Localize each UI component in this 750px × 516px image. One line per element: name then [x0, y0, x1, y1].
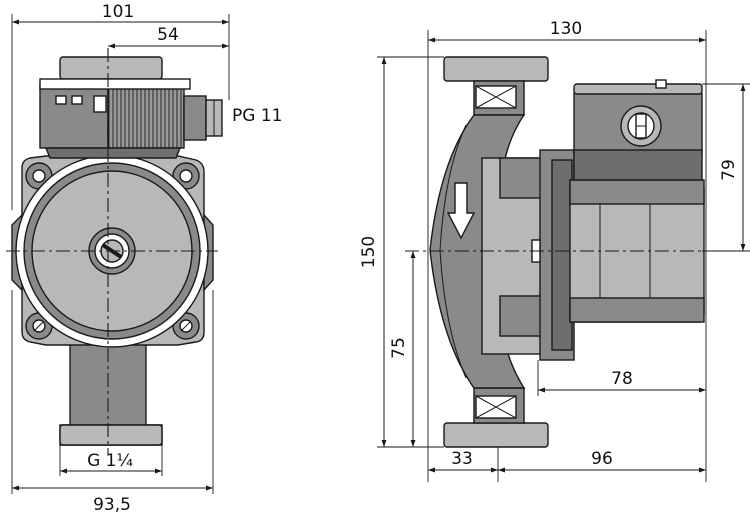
dim-side-96: 96: [591, 449, 613, 469]
front-bottom-connection: [59, 337, 163, 446]
side-view: 130 150 75 79 78 33 96: [359, 19, 750, 482]
dim-front-54: 54: [157, 25, 179, 45]
dim-side-78: 78: [611, 369, 633, 389]
dim-side-150: 150: [359, 236, 379, 268]
dim-front-101: 101: [102, 2, 134, 22]
dim-front-93-5: 93,5: [93, 495, 131, 515]
dim-front-thread: G 1¼: [87, 451, 133, 471]
side-terminal-box: [573, 79, 703, 181]
dim-side-33: 33: [451, 449, 473, 469]
dim-side-130: 130: [550, 19, 582, 39]
front-view: 101 54 PG 11 G 1¼ 93,5: [6, 2, 282, 515]
flow-direction-arrow: [446, 182, 476, 240]
dim-side-75: 75: [389, 337, 409, 359]
side-pump-head: [481, 149, 575, 361]
side-top-flange: [443, 56, 549, 116]
side-bottom-flange: [443, 387, 549, 448]
terminal-box-front: [39, 56, 223, 159]
label-pg11: PG 11: [232, 106, 282, 126]
dim-side-79: 79: [719, 159, 739, 181]
